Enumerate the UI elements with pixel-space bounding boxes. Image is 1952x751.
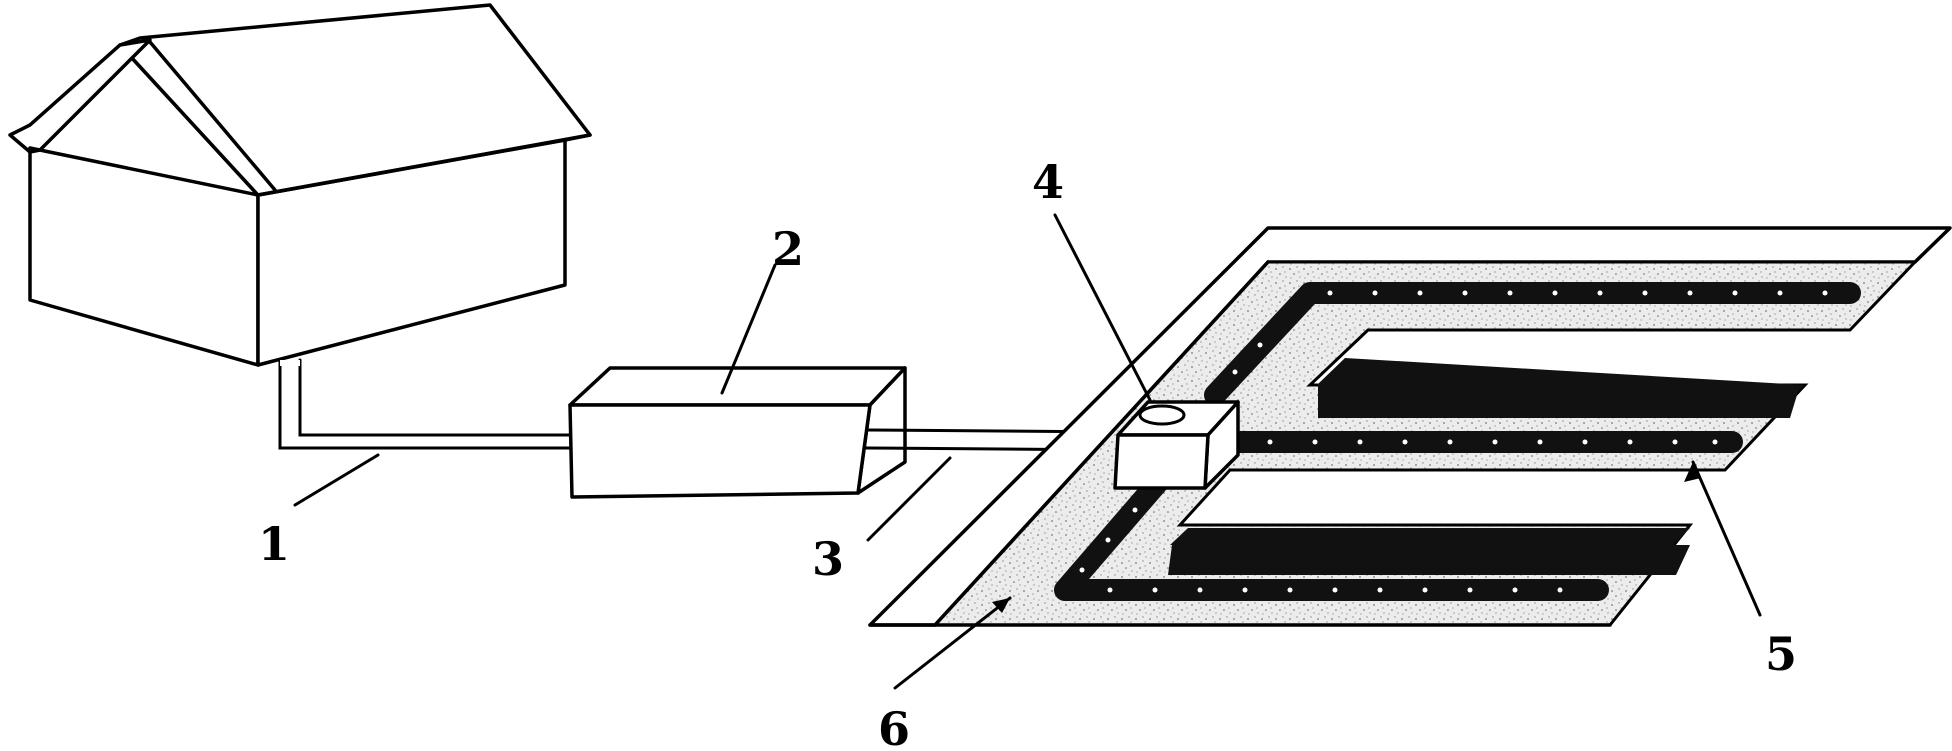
label-4: 4 bbox=[1032, 155, 1064, 209]
leader-lines bbox=[293, 213, 1762, 690]
label-5: 5 bbox=[1765, 627, 1797, 681]
treatment-box-top bbox=[568, 366, 907, 407]
label-2: 2 bbox=[772, 222, 804, 276]
label-3: 3 bbox=[812, 532, 844, 586]
treatment-box bbox=[568, 366, 907, 499]
distribution-box-front bbox=[1113, 433, 1210, 490]
distribution-box bbox=[1113, 400, 1240, 490]
perforated-pipes bbox=[1054, 282, 1861, 601]
perforation-dots bbox=[1079, 290, 1828, 593]
number-labels: 1 2 3 4 5 6 bbox=[258, 155, 1797, 751]
perforated-pipe-bottom bbox=[1054, 469, 1609, 601]
house bbox=[8, 3, 592, 367]
house-roof-eave bbox=[8, 38, 152, 154]
slab-upper-body bbox=[1318, 385, 1800, 418]
slab-lower-body bbox=[1168, 545, 1690, 575]
distribution-box-lid bbox=[1138, 404, 1186, 426]
slab-lower bbox=[1170, 528, 1690, 546]
label-6: 6 bbox=[878, 702, 910, 751]
treatment-box-front bbox=[568, 403, 872, 499]
perforated-pipe-top bbox=[1204, 282, 1861, 406]
house-pipe bbox=[278, 358, 572, 450]
label-1: 1 bbox=[258, 517, 290, 571]
